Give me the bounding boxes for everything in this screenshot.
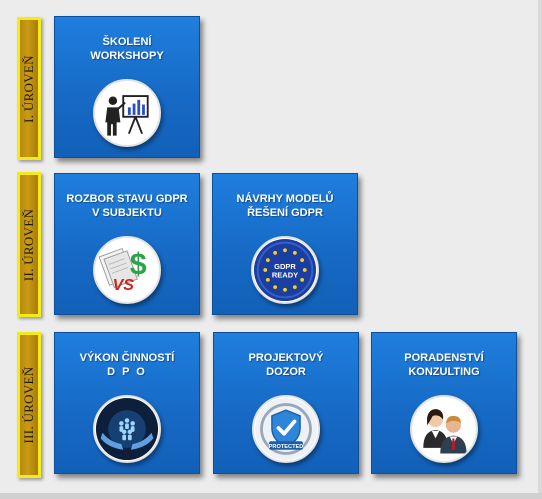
gdpr-ready-eu-icon: GDPR READY (251, 236, 319, 304)
card-title-line-2: WORKSHOPY (90, 50, 164, 62)
card-navrhy-modelu[interactable]: NÁVRHY MODELŮ ŘEŠENÍ GDPR GDPR READY (212, 173, 358, 315)
svg-text:GDPR: GDPR (274, 262, 296, 271)
card-title: ROZBOR STAVU GDPR V SUBJEKTU (55, 192, 199, 220)
card-title-line-1: ROZBOR STAVU GDPR (66, 193, 188, 205)
card-title-line-2: DOZOR (266, 366, 306, 378)
card-title-line-2: KONZULTING (408, 366, 480, 378)
card-title: ŠKOLENÍ WORKSHOPY (55, 35, 199, 63)
level-label-1: I. ÚROVEŇ (21, 54, 36, 123)
card-title: PORADENSTVÍ KONZULTING (372, 351, 516, 379)
frame-edge-right (538, 0, 542, 499)
svg-text:PROTECTED: PROTECTED (269, 444, 304, 450)
card-title: NÁVRHY MODELŮ ŘEŠENÍ GDPR (213, 192, 357, 220)
card-title-line-1: ŠKOLENÍ (102, 36, 152, 48)
card-title: PROJEKTOVÝ DOZOR (214, 351, 358, 379)
card-title-line-1: VÝKON ČINNOSTÍ (79, 352, 175, 364)
card-projektovy-dozor[interactable]: PROJEKTOVÝ DOZOR PROTECTED (213, 332, 359, 474)
card-title: VÝKON ČINNOSTÍ D P O (55, 351, 199, 379)
level-tab-1: I. ÚROVEŇ (17, 17, 41, 160)
card-title-line-1: PORADENSTVÍ (404, 352, 484, 364)
card-title-line-1: PROJEKTOVÝ (248, 352, 324, 364)
card-poradenstvi-konzulting[interactable]: PORADENSTVÍ KONZULTING (371, 332, 517, 474)
level-tab-2: II. ÚROVEŇ (17, 172, 41, 317)
card-title-line-2: D P O (107, 366, 147, 378)
level-tab-3: III. ÚROVEŇ (17, 332, 41, 478)
card-vykon-cinnosti-dpo[interactable]: VÝKON ČINNOSTÍ D P O (54, 332, 200, 474)
level-label-2: II. ÚROVEŇ (21, 208, 36, 281)
svg-text:$: $ (130, 248, 147, 281)
frame-edge-bottom (0, 493, 542, 499)
card-title-line-2: ŘEŠENÍ GDPR (247, 207, 323, 219)
card-rozbor-stavu-gdpr[interactable]: ROZBOR STAVU GDPR V SUBJEKTU $ VS (54, 173, 200, 315)
card-title-line-2: V SUBJEKTU (92, 207, 162, 219)
card-title-line-1: NÁVRHY MODELŮ (236, 193, 334, 205)
documents-vs-money-icon: $ VS (93, 236, 161, 304)
presentation-icon (93, 79, 161, 147)
protected-shield-icon: PROTECTED (252, 395, 320, 463)
card-skoleni-workshopy[interactable]: ŠKOLENÍ WORKSHOPY (54, 16, 200, 158)
svg-text:VS: VS (113, 277, 135, 294)
hands-protecting-people-icon (93, 395, 161, 463)
business-consultants-icon (410, 395, 478, 463)
level-label-3: III. ÚROVEŇ (21, 366, 36, 444)
svg-text:READY: READY (272, 271, 298, 280)
